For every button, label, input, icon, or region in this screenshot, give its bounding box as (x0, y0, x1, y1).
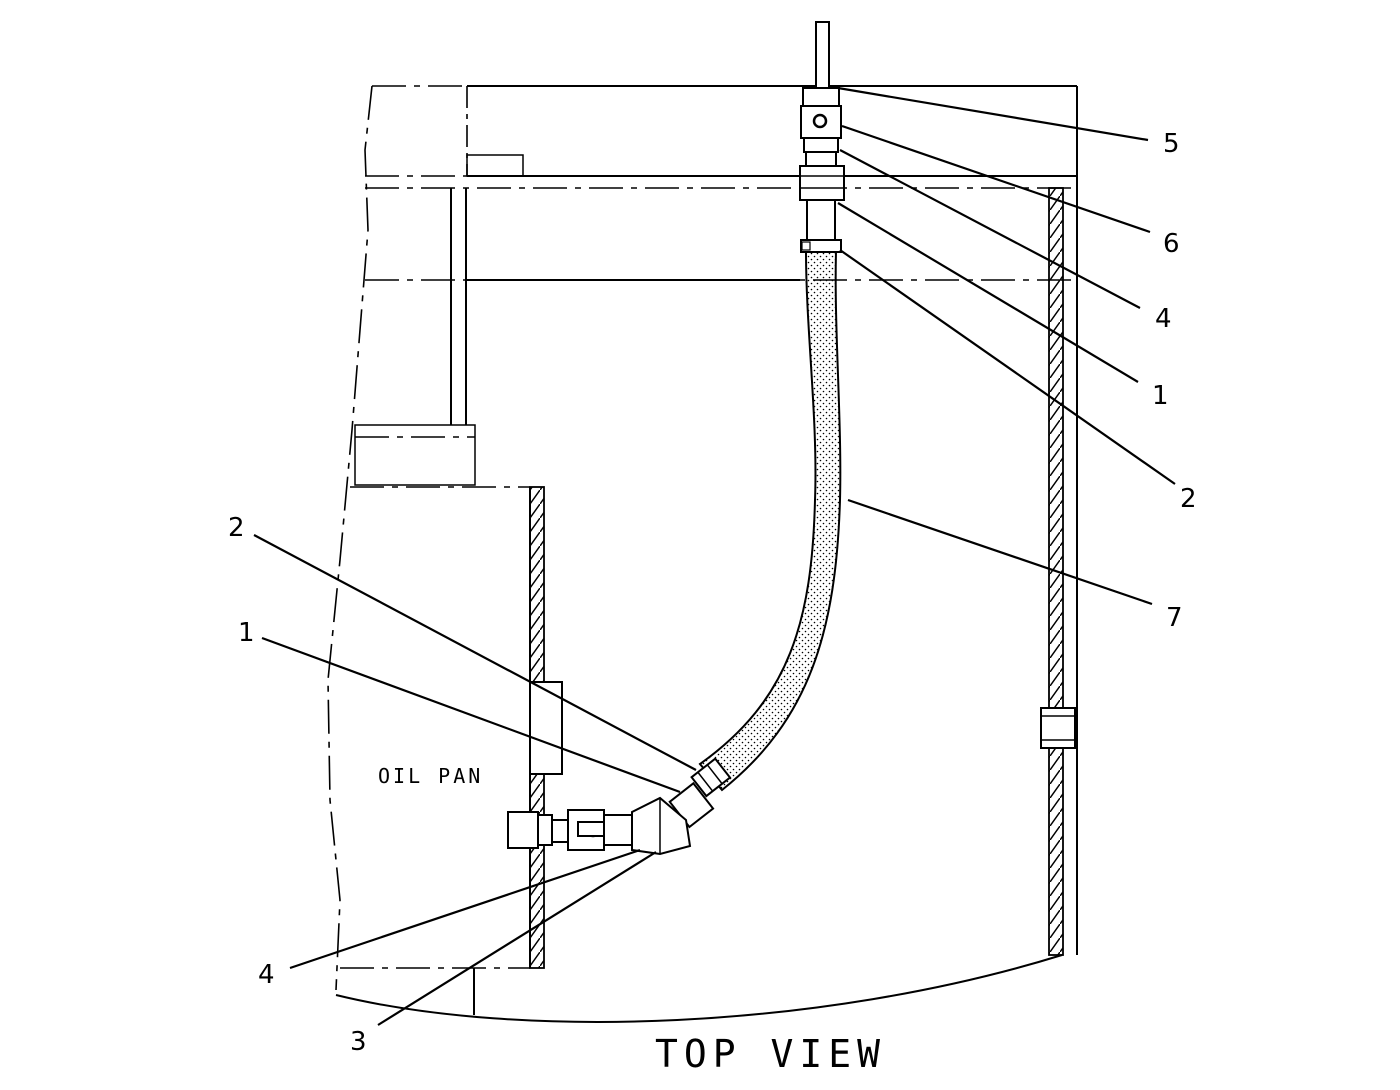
callout-2-top: 2 (1180, 484, 1197, 514)
callouts: 5 6 4 1 2 7 2 1 4 3 (228, 129, 1197, 1057)
callout-4-top: 4 (1155, 304, 1172, 334)
oil-pan-label: OIL PAN (378, 764, 483, 788)
callout-1-top: 1 (1152, 381, 1169, 411)
lower-fitting-assembly (507, 757, 732, 856)
diagram-title: TOP VIEW (655, 1032, 886, 1076)
callout-6-top: 6 (1163, 229, 1180, 259)
callout-2-bottom: 2 (228, 513, 245, 543)
callout-7-hose: 7 (1166, 603, 1183, 633)
callout-5-top: 5 (1163, 129, 1180, 159)
top-valve-assembly (799, 21, 845, 253)
leader-lines (253, 86, 1176, 1026)
callout-1-bottom: 1 (238, 618, 255, 648)
valve-handle-pivot-icon (812, 113, 828, 129)
callout-3-bottom: 3 (350, 1027, 367, 1057)
callout-4-bottom: 4 (258, 960, 275, 990)
engine-outline (327, 85, 1078, 1023)
hose (698, 251, 842, 792)
